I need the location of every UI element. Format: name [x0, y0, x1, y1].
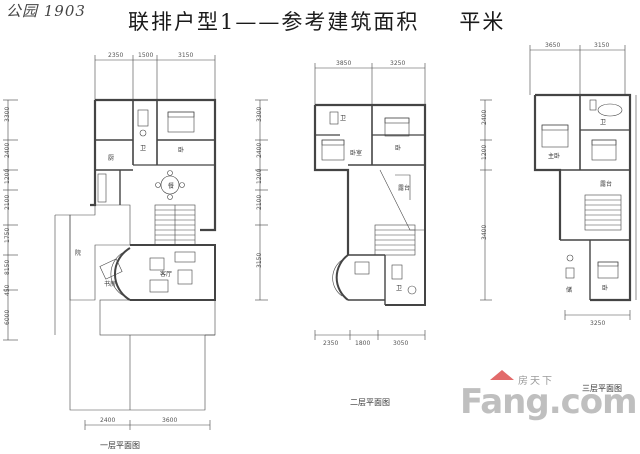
house-roof-icon	[490, 370, 514, 380]
f2-bottom-dims: 2350 1800 3050	[323, 340, 408, 347]
project-stamp: 公园 1903	[6, 2, 86, 20]
watermark-suffix: .com	[548, 382, 638, 422]
title-right: 平米	[459, 10, 506, 34]
watermark-logo: Fang.com	[460, 382, 638, 422]
room-label: 储	[566, 286, 572, 294]
dim-text: 1800	[355, 340, 370, 347]
room-label: 书房	[104, 280, 116, 288]
f3-bottom-dims: 3250	[590, 320, 605, 327]
f3-room-labels: 主卧 卫 露台 卧 储	[548, 119, 612, 294]
room-label: 厨	[108, 155, 114, 162]
f3-left-dims: 2400 1200 3400	[481, 110, 488, 240]
dim-text: 3150	[178, 52, 193, 59]
room-label: 卧室	[350, 149, 362, 157]
dim-text: 2350	[323, 340, 338, 347]
f2-left-dims: 3300 2400 1200 2100 3150	[256, 107, 263, 268]
dim-text: 2400	[100, 417, 115, 424]
watermark-chinese: 房天下	[518, 376, 554, 387]
room-label: 卫	[396, 285, 402, 292]
room-label: 露台	[600, 180, 612, 188]
dim-text: 3050	[393, 340, 408, 347]
dim-text: 2400	[4, 143, 11, 158]
dim-text: 1200	[4, 169, 11, 184]
room-label: 卧	[178, 146, 184, 154]
f1-bottom-dims: 2400 3600	[100, 417, 177, 424]
dim-text: 2400	[481, 110, 488, 125]
dim-text: 3300	[256, 107, 263, 122]
plan-title: 联排户型1——参考建筑面积 平米	[128, 6, 505, 36]
room-label: 露台	[398, 184, 410, 192]
f1-room-labels: 卫 卧 厨 餐 客厅 院 书房	[75, 145, 184, 288]
f2-top-dims: 3850 3250	[336, 60, 405, 67]
f3-top-dims: 3650 3150	[545, 42, 609, 49]
dim-text: 3250	[390, 60, 405, 67]
f1-top-dims: 2350 1500 3150	[108, 52, 193, 59]
dim-text: 2100	[256, 195, 263, 210]
floor3-plan	[480, 45, 637, 320]
room-label: 院	[75, 249, 81, 257]
dim-text: 2400	[256, 143, 263, 158]
floor2-plan	[255, 63, 427, 340]
dim-text: 1200	[481, 145, 488, 160]
dim-text: 3150	[594, 42, 609, 49]
f2-room-labels: 卧室 卧 卫 露台 卫	[340, 115, 410, 292]
title-left: 联排户型1——参考建筑面积	[128, 10, 420, 34]
dim-text: 2100	[4, 195, 11, 210]
f1-left-dims: 3300 2400 1200 2100 1750 8150 450 6000	[4, 107, 11, 325]
room-label: 卧	[395, 144, 401, 152]
dim-text: 2350	[108, 52, 123, 59]
floor3-caption: 三层平面图	[582, 384, 622, 393]
dim-text: 3650	[545, 42, 560, 49]
dim-text: 3400	[481, 225, 488, 240]
dim-text: 3250	[590, 320, 605, 327]
dim-text: 8150	[4, 260, 11, 275]
room-label: 卫	[600, 119, 606, 126]
dim-text: 6000	[4, 310, 11, 325]
room-label: 主卧	[548, 152, 560, 160]
room-label: 客厅	[160, 270, 172, 278]
room-label: 卫	[140, 145, 146, 152]
floor2-caption: 二层平面图	[350, 398, 390, 407]
dim-text: 3300	[4, 107, 11, 122]
dim-text: 3600	[162, 417, 177, 424]
dim-text: 1200	[256, 169, 263, 184]
dim-text: 1750	[4, 228, 11, 243]
dim-text: 3150	[256, 253, 263, 268]
room-label: 卫	[340, 115, 346, 122]
room-label: 卧	[602, 284, 608, 292]
dim-text: 1500	[138, 52, 153, 59]
floor1-plan	[3, 55, 217, 430]
dim-text: 450	[4, 284, 11, 296]
floor1-caption: 一层平面图	[100, 441, 140, 450]
room-label: 餐	[168, 182, 174, 190]
watermark-brand: Fang	[460, 382, 550, 422]
fang-watermark: 房天下 Fang.com	[460, 370, 638, 442]
title-redaction	[419, 13, 460, 34]
dim-text: 3850	[336, 60, 351, 67]
